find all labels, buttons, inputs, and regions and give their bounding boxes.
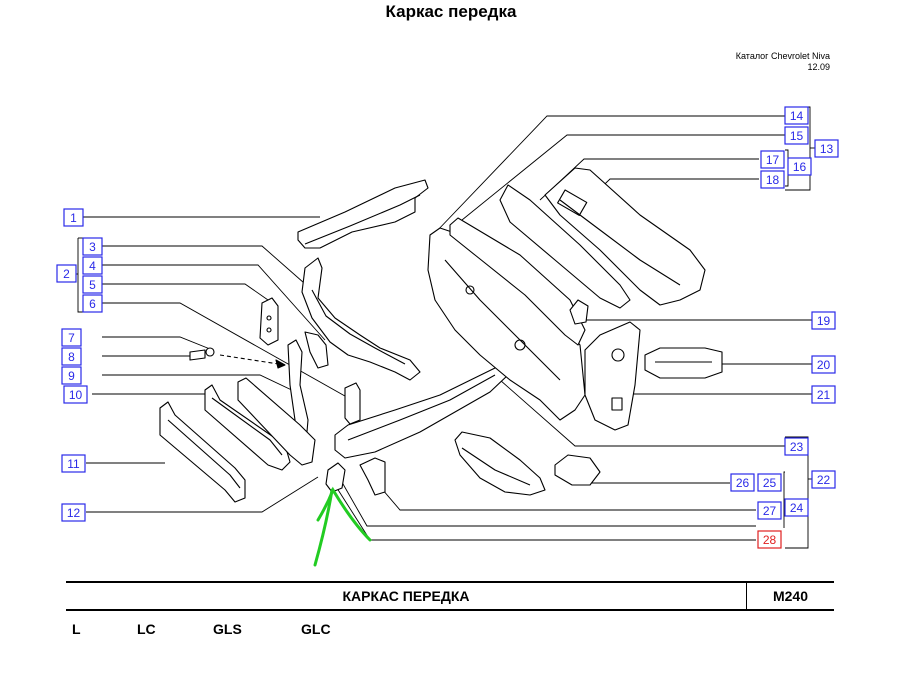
version-glc: GLC bbox=[301, 621, 331, 637]
leader-lines bbox=[74, 106, 815, 549]
version-gls: GLS bbox=[213, 621, 242, 637]
callout-3[interactable]: 3 bbox=[82, 237, 103, 256]
bumper-beam-part bbox=[159, 401, 246, 503]
svg-text:20: 20 bbox=[817, 358, 831, 372]
callout-25[interactable]: 25 bbox=[757, 473, 782, 492]
plate-6-part bbox=[344, 382, 361, 425]
footer-code: M240 bbox=[772, 588, 809, 604]
svg-text:27: 27 bbox=[763, 504, 777, 518]
callout-6[interactable]: 6 bbox=[82, 294, 103, 313]
callout-5[interactable]: 5 bbox=[82, 275, 103, 294]
svg-text:3: 3 bbox=[89, 240, 96, 254]
callout-18[interactable]: 18 bbox=[760, 170, 785, 189]
svg-text:22: 22 bbox=[817, 473, 831, 487]
callout-2[interactable]: 2 bbox=[56, 264, 77, 283]
floor-panel-part bbox=[454, 431, 546, 496]
radiator-support-part bbox=[204, 384, 291, 471]
callout-20[interactable]: 20 bbox=[811, 355, 836, 374]
callout-10[interactable]: 10 bbox=[63, 385, 88, 404]
callout-26[interactable]: 26 bbox=[730, 473, 755, 492]
callout-14[interactable]: 14 bbox=[784, 106, 809, 125]
svg-text:4: 4 bbox=[89, 259, 96, 273]
callout-8[interactable]: 8 bbox=[61, 347, 82, 366]
svg-text:25: 25 bbox=[763, 476, 777, 490]
lower-crossmember-part bbox=[237, 377, 316, 466]
svg-text:1: 1 bbox=[70, 211, 77, 225]
svg-text:8: 8 bbox=[68, 350, 75, 364]
svg-text:2: 2 bbox=[63, 267, 70, 281]
svg-text:9: 9 bbox=[68, 369, 75, 383]
callout-group: 1 2 3 4 5 6 7 8 9 10 11 12 13 14 15 16 1… bbox=[56, 106, 839, 549]
side-panel-part bbox=[584, 321, 641, 431]
callout-13[interactable]: 13 bbox=[814, 139, 839, 158]
upper-rail-part bbox=[297, 179, 429, 249]
callout-11[interactable]: 11 bbox=[61, 454, 86, 473]
footer-divider bbox=[746, 583, 747, 609]
small-part-19 bbox=[569, 299, 589, 325]
callout-16[interactable]: 16 bbox=[787, 157, 812, 176]
svg-text:21: 21 bbox=[817, 388, 831, 402]
svg-text:5: 5 bbox=[89, 278, 96, 292]
bracket-20-part bbox=[644, 347, 723, 379]
crossmember-26-part bbox=[554, 454, 601, 486]
footer-name: КАРКАС ПЕРЕДКА bbox=[342, 588, 470, 604]
catalog-info: Каталог Chevrolet Niva 12.09 bbox=[736, 51, 830, 73]
svg-text:14: 14 bbox=[790, 109, 804, 123]
callout-23[interactable]: 23 bbox=[784, 437, 809, 456]
callout-1[interactable]: 1 bbox=[63, 208, 84, 227]
bracket-4-part bbox=[304, 331, 329, 369]
version-l: L bbox=[72, 621, 81, 637]
footer-bar: КАРКАС ПЕРЕДКА M240 bbox=[66, 581, 834, 611]
svg-text:10: 10 bbox=[69, 388, 83, 402]
svg-text:11: 11 bbox=[67, 457, 80, 471]
callout-24[interactable]: 24 bbox=[784, 498, 809, 517]
svg-text:12: 12 bbox=[67, 506, 81, 520]
svg-text:19: 19 bbox=[817, 314, 831, 328]
svg-text:6: 6 bbox=[89, 297, 96, 311]
svg-text:13: 13 bbox=[820, 142, 834, 156]
version-lc: LC bbox=[137, 621, 156, 637]
svg-text:17: 17 bbox=[766, 153, 780, 167]
svg-text:18: 18 bbox=[766, 173, 780, 187]
callout-19[interactable]: 19 bbox=[811, 311, 836, 330]
plate-5-part bbox=[259, 297, 279, 346]
callout-21[interactable]: 21 bbox=[811, 385, 836, 404]
callout-9[interactable]: 9 bbox=[61, 366, 82, 385]
callout-15[interactable]: 15 bbox=[784, 126, 809, 145]
callout-22[interactable]: 22 bbox=[811, 470, 836, 489]
windshield-frame-part bbox=[449, 217, 586, 346]
callout-7[interactable]: 7 bbox=[61, 328, 82, 347]
svg-text:7: 7 bbox=[68, 331, 75, 345]
callout-28[interactable]: 28 bbox=[757, 530, 782, 549]
cowl-panel-part bbox=[544, 167, 706, 306]
annotation-arrow bbox=[313, 486, 372, 567]
callout-17[interactable]: 17 bbox=[760, 150, 785, 169]
svg-text:24: 24 bbox=[790, 501, 804, 515]
bolt-8-part bbox=[189, 349, 206, 361]
callout-27[interactable]: 27 bbox=[757, 501, 782, 520]
callout-12[interactable]: 12 bbox=[61, 503, 86, 522]
callout-4[interactable]: 4 bbox=[82, 256, 103, 275]
svg-text:16: 16 bbox=[793, 160, 807, 174]
svg-text:15: 15 bbox=[790, 129, 804, 143]
parts-drawings bbox=[159, 167, 723, 503]
page-title: Каркас передка bbox=[385, 2, 517, 21]
svg-text:28: 28 bbox=[763, 533, 777, 547]
front-member-part bbox=[301, 257, 421, 381]
svg-text:23: 23 bbox=[790, 440, 804, 454]
catalog-date: 12.09 bbox=[807, 62, 830, 72]
catalog-name: Каталог Chevrolet Niva bbox=[735, 51, 830, 61]
bracket-27-part bbox=[359, 457, 386, 496]
bracket-28-part bbox=[325, 462, 346, 493]
svg-text:26: 26 bbox=[736, 476, 750, 490]
cowl-part bbox=[499, 184, 631, 309]
